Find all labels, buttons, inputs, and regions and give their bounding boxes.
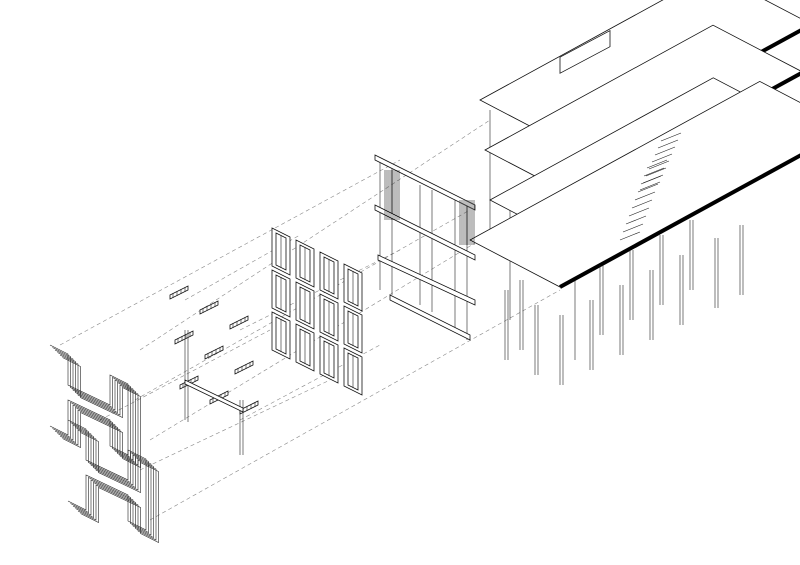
stair-step [645, 167, 667, 177]
stair-step [634, 191, 656, 201]
bracket-bar [184, 379, 244, 413]
frame-beam [377, 254, 476, 306]
guide-line [59, 159, 401, 346]
h-fin-upper-layer [59, 354, 139, 466]
bracket [199, 300, 219, 315]
h-fin-upper-layer [52, 347, 131, 458]
stair-step [646, 159, 668, 169]
guide-line [149, 289, 561, 521]
bracket-connectors [169, 285, 259, 455]
bracket [204, 345, 224, 360]
stair-step [625, 215, 647, 225]
guide-line [239, 344, 381, 421]
stair-step [628, 207, 650, 217]
stair-step [657, 139, 679, 149]
bracket [229, 315, 249, 330]
stair-step [622, 223, 644, 233]
bracket [234, 360, 254, 375]
guide-line [149, 239, 481, 441]
h-fin-lower-layer [72, 424, 152, 536]
h-fin-lower-layer [77, 429, 157, 541]
stair-step [643, 167, 665, 177]
bracket [174, 330, 194, 345]
h-fin-upper-layer [62, 357, 141, 468]
h-fin-upper-layer [49, 344, 129, 456]
bracket [169, 285, 189, 300]
h-fin-lower-layer [75, 427, 154, 538]
h-fin-lower-layer [67, 419, 147, 531]
ground-platform [469, 80, 800, 288]
stair-step [639, 181, 661, 191]
stair-step [637, 183, 659, 193]
building-structure [469, 0, 800, 385]
guide-line [139, 379, 331, 471]
structural-frame [374, 154, 476, 341]
frame-beam [374, 154, 476, 211]
frame-beam [374, 204, 476, 261]
h-fin-upper-layer [54, 349, 134, 461]
h-fin-lower-layer [80, 432, 159, 543]
stair-step [654, 146, 676, 156]
window-panels [271, 227, 363, 396]
stair-step [642, 174, 664, 184]
guide-line [139, 119, 491, 351]
guide-line [184, 234, 301, 301]
h-fin-lower-layer [70, 422, 149, 533]
stair-step [631, 199, 653, 209]
stair-step [648, 160, 670, 170]
skylight [559, 30, 611, 74]
guide-line [239, 249, 401, 331]
h-fin-upper-layer [57, 352, 136, 463]
frame-beam [389, 294, 471, 341]
h-shaped-facade-fins [49, 344, 159, 543]
stair-step [619, 231, 641, 241]
ground-platform-edge [559, 153, 800, 289]
stair-step [660, 132, 682, 142]
stair-step [651, 153, 673, 163]
